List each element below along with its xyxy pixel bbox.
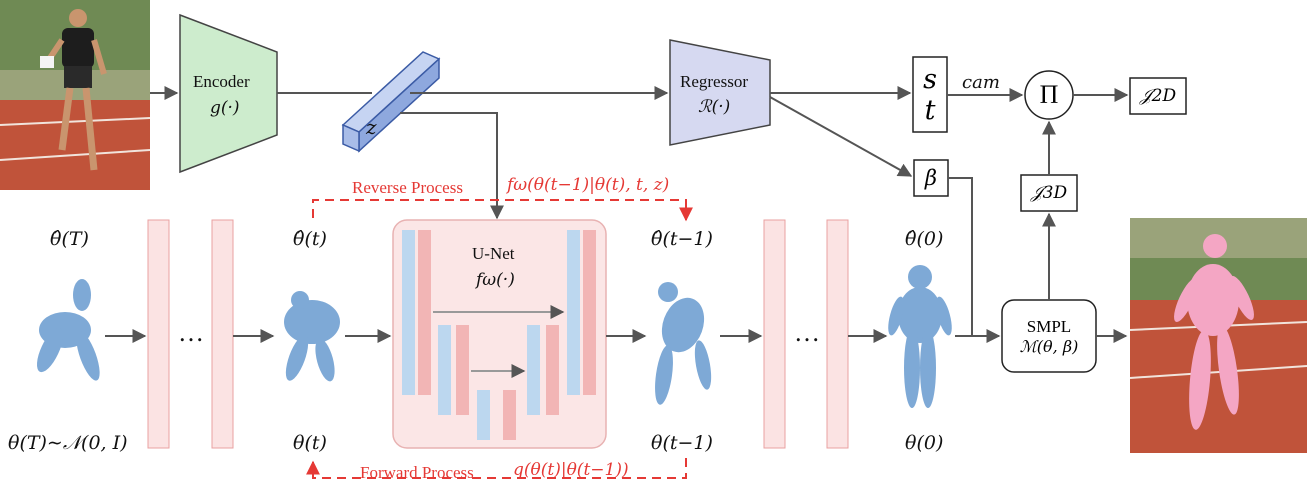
output-image — [1129, 218, 1307, 453]
joints2d-label: 𝒥2D — [1139, 86, 1177, 106]
theta-zero: θ(0) — [905, 432, 944, 454]
theta-hat-t: θ̂(t) — [293, 228, 327, 250]
mesh-noise-T — [36, 279, 100, 381]
pink-block-2 — [211, 219, 234, 449]
regressor-name: Regressor — [680, 72, 748, 91]
encoder-block — [179, 13, 278, 174]
mesh-noise-t — [284, 291, 340, 382]
input-image — [0, 0, 151, 190]
regressor-block — [669, 39, 771, 146]
regressor-func: ℛ(·) — [698, 97, 731, 117]
encoder-func: g(·) — [210, 98, 240, 118]
theta-T-prior: θ(T)∼𝒩(0, I) — [8, 432, 128, 454]
smpl-box-text: SMPL ℳ(θ, β) — [1002, 300, 1096, 372]
process-arrows — [306, 199, 693, 479]
reverse-process-label: Reverse Process — [352, 178, 463, 197]
joints3d-box — [1020, 174, 1078, 212]
beta-label: β — [924, 166, 938, 190]
cam-t: t — [924, 94, 936, 126]
encoder-name: Encoder — [193, 72, 250, 91]
smpl-name: SMPL — [1026, 316, 1072, 336]
cam-s: s — [923, 63, 937, 95]
theta-tm1: θ(t−1) — [651, 432, 713, 454]
joints2d-box — [1129, 77, 1187, 115]
theta-hat-T: θ̂(T) — [50, 228, 89, 250]
unet-func: fω(·) — [476, 270, 515, 290]
pink-block-3 — [763, 219, 786, 449]
pink-block-1 — [147, 219, 170, 449]
ellipsis-left: … — [178, 318, 204, 347]
reverse-process-formula: fω(θ(t−1)|θ(t), t, z) — [507, 175, 670, 195]
joints3d-label: 𝒥3D — [1030, 183, 1068, 203]
mesh-final-0 — [888, 265, 952, 408]
latent-label: z — [366, 115, 377, 139]
cam-box-text: s t — [913, 57, 947, 132]
cam-box — [912, 56, 948, 133]
beta-box — [913, 159, 949, 197]
smpl-func: ℳ(θ, β) — [1019, 336, 1079, 356]
unet-name: U-Net — [472, 244, 515, 263]
theta-hat-zero: θ̂(0) — [905, 228, 944, 250]
mesh-denoised-tm1 — [655, 282, 712, 405]
pink-block-4 — [826, 219, 849, 449]
unet-layers — [402, 230, 596, 440]
top-arrows — [150, 86, 1129, 343]
cam-label: cam — [962, 72, 1000, 93]
forward-process-formula: q(θ(t)|θ(t−1)) — [513, 460, 629, 480]
theta-t: θ(t) — [293, 432, 327, 454]
projection-symbol: Π — [1039, 80, 1059, 109]
forward-process-label: Forward Process — [360, 463, 474, 482]
latent-prism — [341, 51, 441, 153]
ellipsis-right: … — [794, 318, 820, 347]
theta-hat-tm1: θ̂(t−1) — [651, 228, 713, 250]
